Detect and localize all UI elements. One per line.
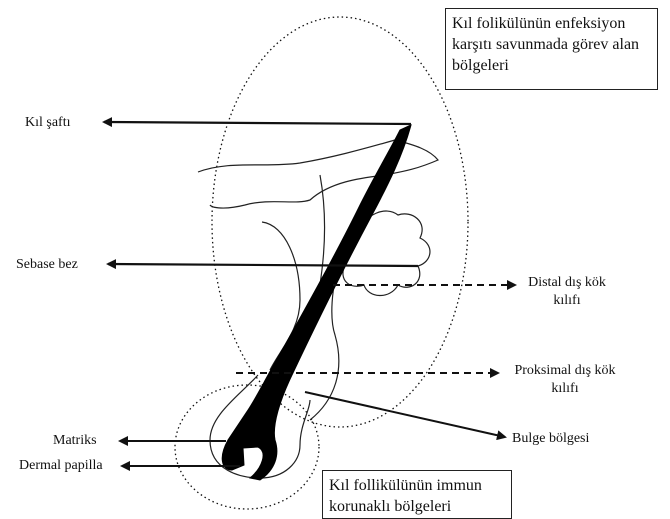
shaft-arrow xyxy=(104,122,411,124)
label-shaft: Kıl şaftı xyxy=(25,114,71,132)
label-proximal: Proksimal dış kök kılıfı xyxy=(505,362,625,398)
bulge-arrow xyxy=(305,392,505,437)
label-matrix: Matriks xyxy=(53,432,97,450)
hair-shaft xyxy=(222,125,411,480)
defense-regions-box: Kıl folikülünün enfeksiyon karşıtı savun… xyxy=(445,8,658,90)
immune-regions-box: Kıl follikülünün immun korunaklı bölgele… xyxy=(322,470,512,519)
label-distal: Distal dış kök kılıfı xyxy=(527,274,607,310)
label-papilla: Dermal papilla xyxy=(19,457,103,475)
label-bulge: Bulge bölgesi xyxy=(512,430,589,448)
defense-region-outline xyxy=(212,17,468,427)
label-sebaceous: Sebase bez xyxy=(16,256,78,274)
